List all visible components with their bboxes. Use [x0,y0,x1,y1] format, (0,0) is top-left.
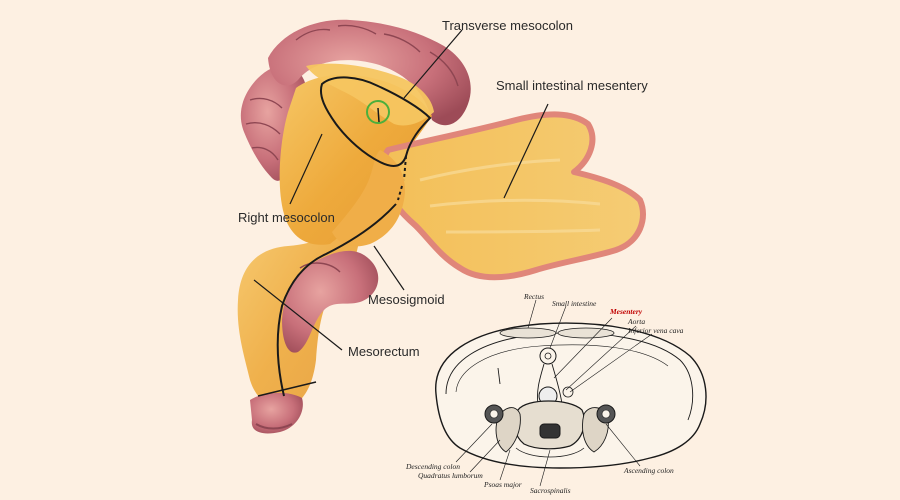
leader-small-intestinal-mesentery [503,103,549,199]
leader-mesosigmoid [373,245,405,291]
section-label-quadratus-lumborum: Quadratus lumborum [418,471,483,480]
section-label-small-intestine: Small intestine [552,299,597,308]
transverse-mesocolon-sheet [306,63,434,126]
leader-mesorectum [253,279,343,351]
label-small-intestinal-mesentery: Small intestinal mesentery [496,78,648,93]
transverse-colon [268,19,471,126]
mesenteric-root [332,150,405,247]
mesorectum-base-line [257,381,317,397]
rectum-tip [250,392,303,434]
label-transverse-mesocolon: Transverse mesocolon [442,18,574,33]
section-label-descending-colon: Descending colon [406,462,460,471]
abdominal-cross-section [435,299,707,487]
section-label-sacrospinalis: Sacrospinalis [530,486,571,495]
section-label-aorta: Aorta [628,317,646,326]
section-label-rectus: Rectus [524,292,544,301]
leader-transverse-mesocolon [403,29,463,99]
attachment-line-lower [276,203,397,397]
section-label-mesentery: Mesentery [610,307,643,316]
leader-right-mesocolon [289,133,323,205]
label-mesorectum: Mesorectum [348,344,420,359]
section-label-inferior-vena-cava: Inferior vena cava [628,326,684,335]
label-right-mesocolon: Right mesocolon [238,210,335,225]
section-label-ascending-colon: Ascending colon [624,466,674,475]
sigmoid-colon [282,250,379,353]
small-intestinal-mesentery-sheet [380,111,646,281]
section-label-psoas-major: Psoas major [484,480,522,489]
highlight-circle [366,100,390,124]
label-mesosigmoid: Mesosigmoid [368,292,445,307]
